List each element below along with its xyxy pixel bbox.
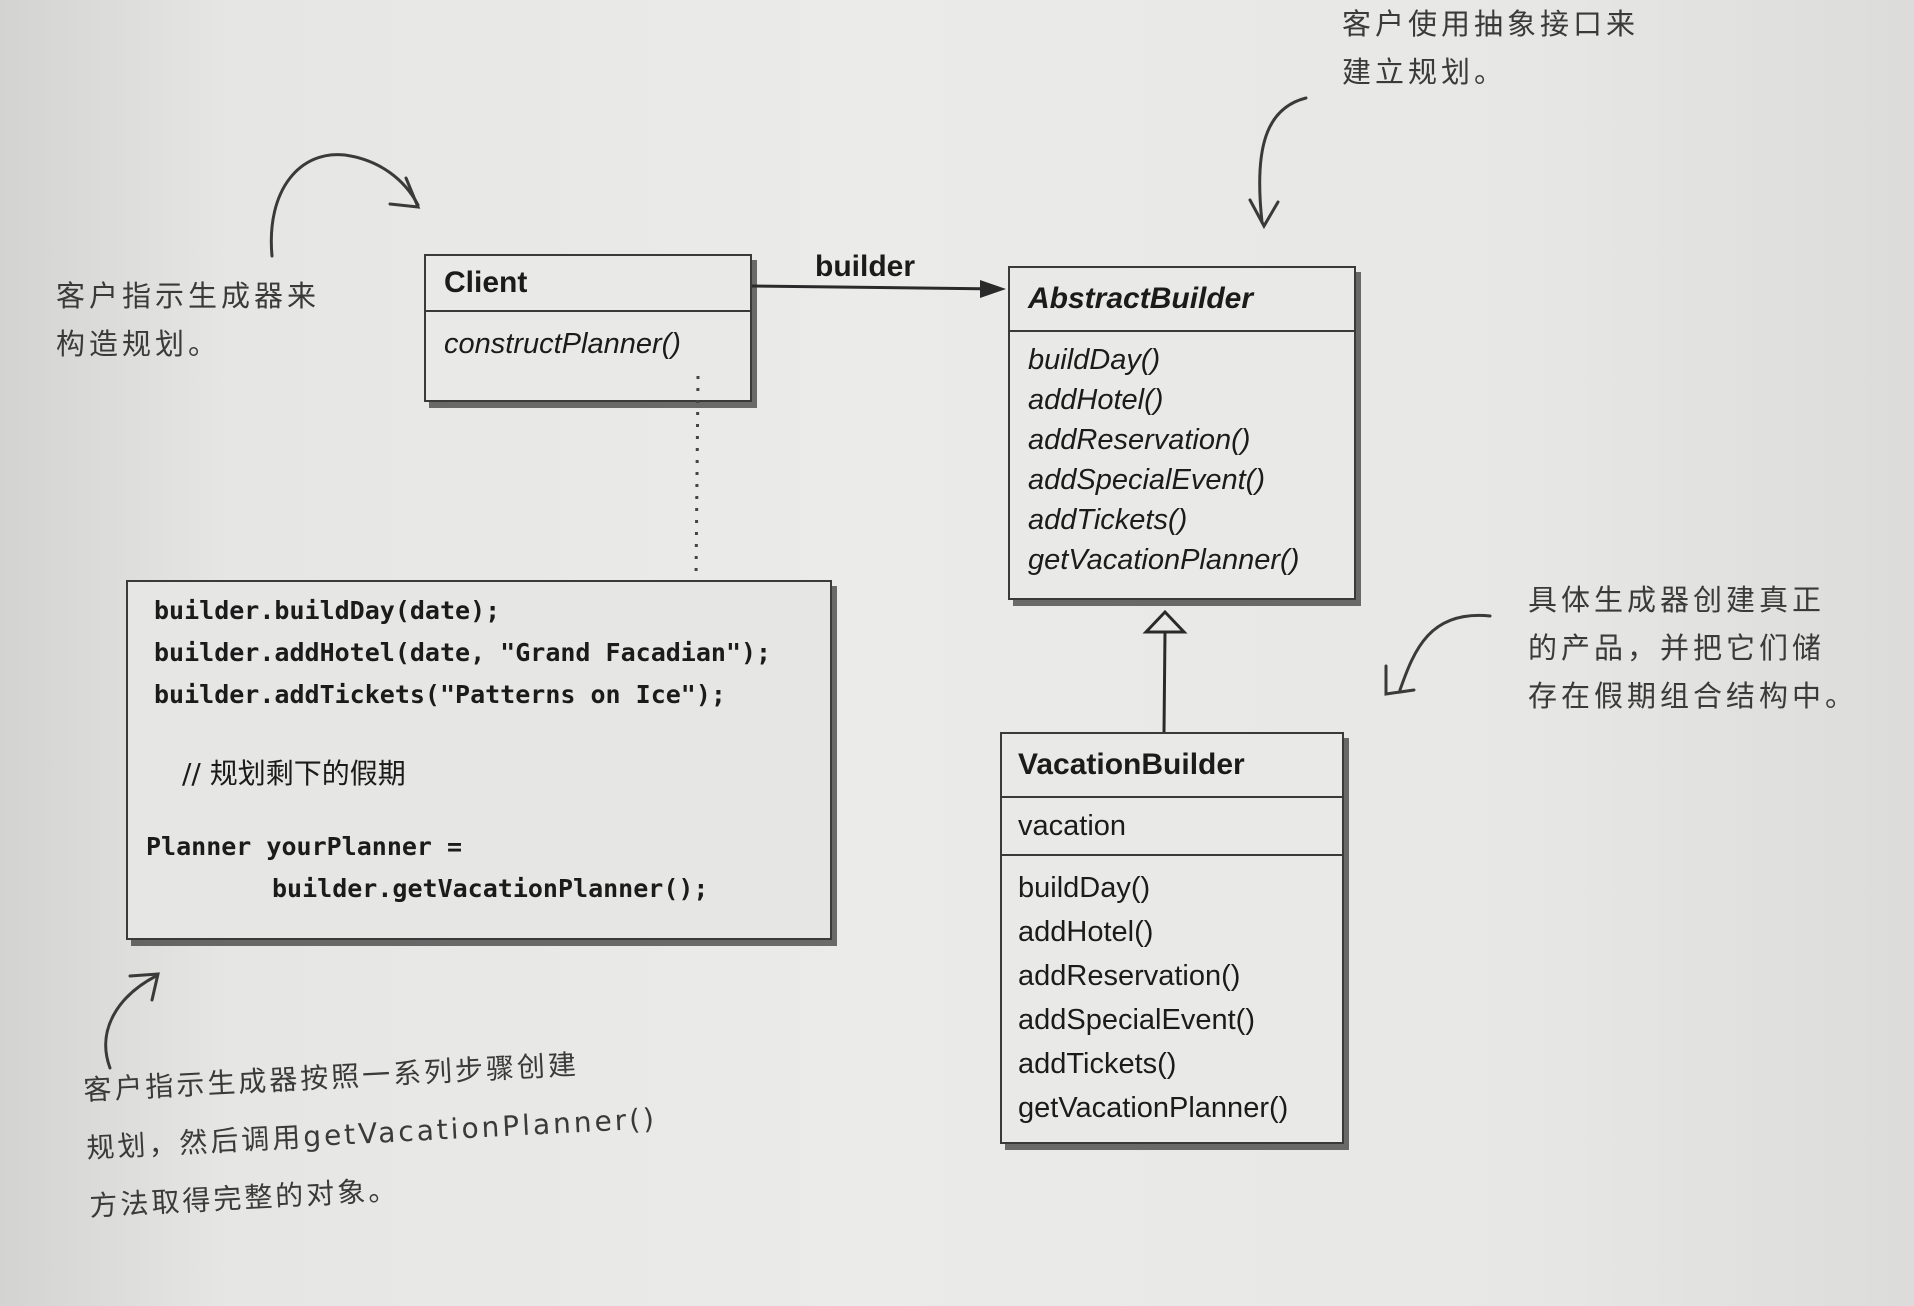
association-label: builder bbox=[815, 250, 916, 283]
client-class-name: Client bbox=[426, 256, 750, 312]
note-connector-dotted bbox=[694, 375, 700, 579]
note-left: 客户指示生成器来 构造规划。 bbox=[56, 279, 321, 361]
abstract-builder-class-name: AbstractBuilder bbox=[1010, 268, 1354, 332]
note-right: 具体生成器创建真正 的产品，并把它们储 存在假期组合结构中。 bbox=[1528, 583, 1859, 713]
vacation-method: addSpecialEvent() bbox=[1018, 1004, 1255, 1036]
code-line: builder.addTickets("Patterns on Ice"); bbox=[154, 680, 726, 709]
abstract-method: getVacationPlanner() bbox=[1028, 544, 1300, 576]
note-top-right: 客户使用抽象接口来 建立规划。 bbox=[1342, 7, 1640, 89]
left-note-arrow bbox=[269, 153, 421, 258]
vacation-method: getVacationPlanner() bbox=[1018, 1092, 1289, 1124]
code-line: Planner yourPlanner = bbox=[146, 832, 463, 861]
association-arrow bbox=[751, 280, 1006, 298]
abstract-method: addReservation() bbox=[1028, 424, 1251, 456]
abstract-method: addTickets() bbox=[1028, 504, 1188, 536]
vacation-method: addReservation() bbox=[1018, 960, 1241, 992]
vacation-attribute: vacation bbox=[1018, 810, 1127, 842]
vacation-method: addHotel() bbox=[1018, 916, 1154, 948]
inheritance-arrow bbox=[1142, 609, 1188, 733]
client-code-box: builder.buildDay(date); builder.addHotel… bbox=[126, 580, 832, 940]
code-line: builder.getVacationPlanner(); bbox=[272, 874, 709, 903]
client-method: constructPlanner() bbox=[444, 328, 681, 360]
vacation-builder-class-box: VacationBuilder vacation buildDay() addH… bbox=[1000, 732, 1344, 1144]
bottom-note-arrow bbox=[104, 972, 160, 1070]
abstract-method: addHotel() bbox=[1028, 384, 1164, 416]
code-comment: // 规划剩下的假期 bbox=[182, 757, 406, 790]
abstract-builder-class-box: AbstractBuilder buildDay() addHotel() ad… bbox=[1008, 266, 1356, 600]
abstract-method: buildDay() bbox=[1028, 344, 1161, 376]
client-class-box: Client constructPlanner() bbox=[424, 254, 752, 402]
top-right-note-arrow bbox=[1248, 96, 1308, 230]
vacation-method: addTickets() bbox=[1018, 1048, 1177, 1080]
right-note-arrow bbox=[1384, 613, 1492, 696]
code-line: builder.buildDay(date); bbox=[154, 596, 501, 625]
vacation-method: buildDay() bbox=[1018, 872, 1151, 904]
vacation-builder-class-name: VacationBuilder bbox=[1002, 734, 1342, 798]
abstract-method: addSpecialEvent() bbox=[1028, 464, 1265, 496]
code-line: builder.addHotel(date, "Grand Facadian")… bbox=[154, 638, 772, 667]
